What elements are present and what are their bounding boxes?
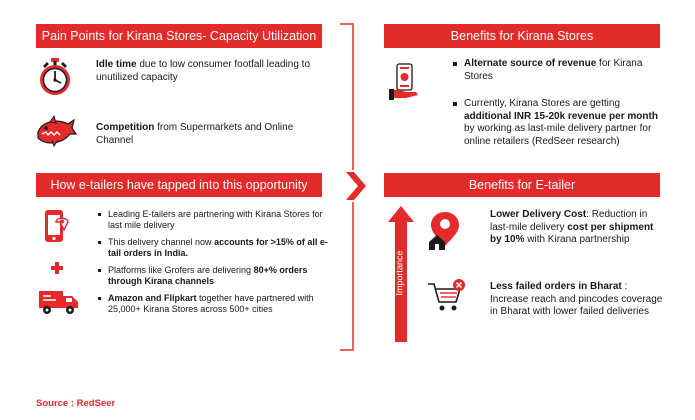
cart-cancel-icon bbox=[428, 279, 465, 311]
importance-label: Importance bbox=[394, 250, 405, 296]
tapped-bullet-amazon-flipkart: Amazon and Flipkart together have partne… bbox=[96, 293, 328, 315]
tapped-bullet-2-pre: Platforms like Grofers are delivering bbox=[108, 265, 254, 275]
tapped-bullet-3-bold: Amazon and Flipkart bbox=[108, 293, 197, 303]
tapped-bullet-3-post: together have partnered with 25,000+ Kir… bbox=[108, 293, 314, 314]
medical-cross-icon bbox=[51, 262, 63, 274]
kirana-benefit-revenue: Alternate source of revenue for Kirana S… bbox=[452, 58, 660, 83]
money-hand-icon bbox=[389, 63, 418, 100]
pain-item-competition-bold: Competition bbox=[96, 122, 155, 133]
tapped-bullet-1-bold: accounts for >15% of all e-tail orders i… bbox=[108, 237, 328, 258]
kirana-benefit-1-bold: additional INR 15-20k revenue per month bbox=[464, 110, 658, 122]
tapped-bullet-share: This delivery channel now accounts for >… bbox=[96, 237, 328, 259]
etailer-benefits-banner: Benefits for E-tailer bbox=[384, 173, 660, 197]
pain-points-banner: Pain Points for Kirana Stores- Capacity … bbox=[36, 24, 322, 48]
location-home-icon bbox=[429, 212, 459, 250]
source-note: Source : RedSeer bbox=[36, 398, 116, 409]
tapped-bullet-grofers: Platforms like Grofers are delivering 80… bbox=[96, 265, 328, 287]
tapped-opportunity-banner: How e-tailers have tapped into this oppo… bbox=[36, 173, 322, 197]
kirana-benefits-list: Alternate source of revenue for Kirana S… bbox=[452, 58, 660, 148]
pain-item-competition-rest: from Supermarkets and Online Channel bbox=[96, 122, 294, 146]
kirana-benefit-0-bold: Alternate source of revenue bbox=[464, 58, 597, 69]
tapped-bullet-partnering: Leading E-tailers are partnering with Ki… bbox=[96, 209, 328, 231]
tapped-bullet-list: Leading E-tailers are partnering with Ki… bbox=[96, 209, 328, 321]
kirana-benefit-0-post: for Kirana Stores bbox=[464, 58, 643, 82]
etailer-benefit-0-bold: Lower Delivery Cost bbox=[490, 209, 587, 220]
shark-icon bbox=[37, 114, 78, 148]
etailer-benefit-1-bold: Less failed orders in Bharat bbox=[490, 281, 622, 292]
tapped-bullet-1-pre: This delivery channel now bbox=[108, 237, 215, 247]
kirana-benefit-additional: Currently, Kirana Stores are getting add… bbox=[452, 98, 660, 148]
kirana-benefits-banner: Benefits for Kirana Stores bbox=[384, 24, 660, 48]
delivery-truck-icon bbox=[39, 291, 78, 314]
kirana-benefit-1-post: by working as last-mile delivery partner… bbox=[464, 123, 652, 147]
etailer-benefit-failed-orders: Less failed orders in Bharat : Increase … bbox=[490, 281, 666, 319]
pain-item-competition: Competition from Supermarkets and Online… bbox=[96, 122, 324, 147]
importance-arrow bbox=[388, 206, 414, 342]
center-bracket-arrow bbox=[340, 23, 366, 351]
etailer-benefit-1-mid: : Increase reach and pincodes coverage i… bbox=[490, 281, 663, 317]
mobile-shop-icon bbox=[45, 210, 69, 242]
tapped-bullet-0-pre: Leading E-tailers are partnering with Ki… bbox=[108, 209, 323, 230]
kirana-benefit-1-pre: Currently, Kirana Stores are getting bbox=[464, 98, 621, 109]
pain-item-idle-rest: due to low consumer footfall leading to … bbox=[96, 59, 311, 83]
tapped-bullet-2-bold: 80+% orders through Kirana channels bbox=[108, 265, 308, 286]
pain-item-idle-time: Idle time due to low consumer footfall l… bbox=[96, 59, 324, 84]
pain-item-idle-bold: Idle time bbox=[96, 59, 137, 70]
stopwatch-icon bbox=[40, 58, 70, 95]
etailer-benefit-0-bold2: cost per shipment by 10% bbox=[490, 221, 654, 246]
etailer-benefit-0-post: with Kirana partnership bbox=[524, 234, 630, 245]
etailer-benefit-0-mid: : Reduction in last-mile delivery bbox=[490, 209, 648, 233]
etailer-benefit-lower-cost: Lower Delivery Cost: Reduction in last-m… bbox=[490, 209, 666, 247]
